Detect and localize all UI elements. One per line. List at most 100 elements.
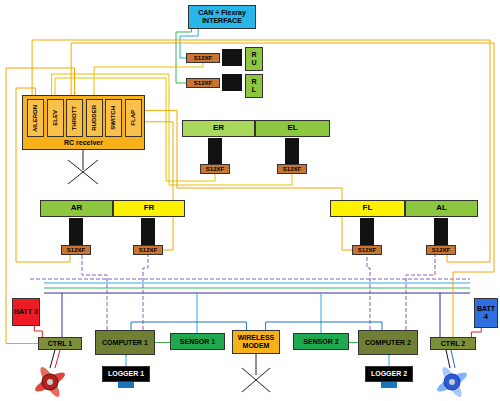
surface-box: EL [255,120,330,137]
servo-body [222,49,242,66]
servo-body [285,138,299,164]
node-label: EL [287,124,297,133]
signal-wire [406,255,435,330]
node-label: AR [71,204,83,213]
channel-cell: ELEV [47,99,64,137]
node-label: S12XF [194,80,212,87]
signal-wire [142,122,174,250]
controller-board: S12XF [426,245,456,255]
surface-box: FL [330,200,405,217]
signal-wire [388,355,389,366]
interface-box: CAN + Flexray INTERFACE [188,5,256,29]
computer-box: COMPUTER 2 [358,330,418,355]
antenna-symbol [68,160,98,184]
surface-box: AL [405,200,478,217]
bus-wire [44,283,470,284]
controller-board: S12XF [61,245,91,255]
signal-wire [131,322,246,330]
channel-cell: RUDDER [86,99,103,137]
servo-body [208,138,222,164]
node-label: BATT 4 [476,305,496,320]
computer-box: COMPUTER 1 [95,330,155,355]
antenna-symbol [242,368,270,392]
motor-wire [50,350,55,368]
motor-wire [55,350,60,368]
controller-board: S12XF [200,164,230,174]
controller-box: CTRL 2 [430,337,476,350]
node-label: SWITCH [110,106,117,130]
servo-body [141,218,155,245]
bus-drop [62,293,63,337]
signal-wire [349,342,358,343]
channel-cell: FLAP [125,99,142,137]
signal-wire [71,43,494,337]
logger-box: LOGGER 1 [102,366,150,382]
signal-wire [367,255,370,330]
node-label: AILERON [32,105,39,132]
surface-box: R U [245,47,263,71]
node-label: S12XF [139,247,157,254]
node-label: SENSOR 1 [180,338,215,346]
propeller [37,365,63,399]
node-label: R U [250,51,258,66]
antenna-mast [256,354,257,375]
node-label: S12XF [283,166,301,173]
bus-wire [30,279,470,280]
logger-box: LOGGER 2 [365,366,413,382]
signal-wire [32,40,490,262]
node-label: COMPUTER 1 [102,339,148,347]
node-label: AL [436,204,447,213]
node-label: BATT 3 [14,308,38,316]
motor-hub [47,379,53,385]
node-label: ER [213,124,224,133]
receiver-box: RC receiverAILERONELEVTHROTTRUDDERSWITCH… [22,95,145,150]
node-label: S12XF [194,55,212,62]
node-label: R L [250,78,258,93]
modem-box: WIRELESS MODEM [232,330,280,354]
signal-wire [155,342,170,343]
surface-box: FR [113,200,185,217]
propeller [439,365,465,399]
node-label: FL [363,204,373,213]
bus-drop [197,293,198,333]
controller-board: S12XF [186,78,220,88]
signal-wire [471,328,481,337]
node-label: CTRL 1 [48,340,72,348]
logger-plug [118,382,134,388]
signal-wire [266,322,382,330]
node-label: LOGGER 1 [108,370,144,378]
sensor-box: SENSOR 2 [293,333,349,350]
antenna-mast [83,150,84,170]
node-label: CTRL 2 [441,340,465,348]
channel-cell: THROTT [66,99,83,137]
channel-cell: SWITCH [105,99,122,137]
servo-body [69,218,83,245]
node-label: S12XF [358,247,376,254]
controller-board: S12XF [133,245,163,255]
controller-box: CTRL 1 [38,337,82,350]
node-label: RUDDER [91,105,98,131]
controller-board: S12XF [277,164,307,174]
controller-board: S12XF [186,53,220,63]
servo-body [222,74,242,91]
battery-box: BATT 3 [12,298,40,326]
surface-box: R L [245,74,263,98]
propeller [33,369,67,395]
signal-wire [125,355,126,366]
node-label: FLAP [130,110,137,126]
channel-cell: AILERON [27,99,44,137]
node-label: LOGGER 2 [371,370,407,378]
motor-hub [449,379,455,385]
node-label: SENSOR 2 [303,338,338,346]
motor-wire [446,350,450,368]
node-label: ELEV [52,110,59,126]
servo-body [360,218,374,245]
node-label: FR [144,204,155,213]
sensor-box: SENSOR 1 [170,333,225,350]
node-label: S12XF [67,247,85,254]
propeller [435,369,469,395]
bus-drop [440,293,441,337]
surface-box: ER [182,120,255,137]
signal-wire [34,326,42,337]
